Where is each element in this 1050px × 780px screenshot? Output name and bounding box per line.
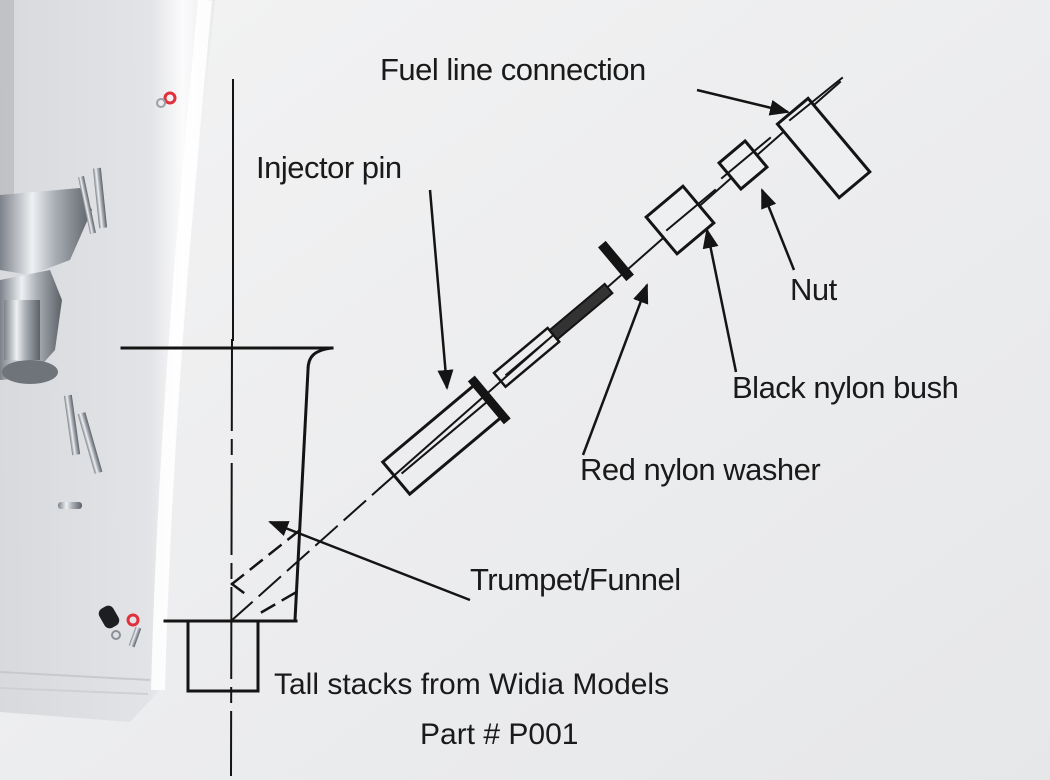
caption-title: Tall stacks from Widia Models: [274, 668, 670, 701]
metal-trumpets: [0, 188, 92, 384]
parts-bag: [0, 0, 215, 722]
trumpet-funnel-shape: [120, 346, 334, 693]
drawing-red-washer: [598, 240, 634, 282]
nylon-parts: [98, 91, 177, 640]
label-red-nylon-washer: Red nylon washer: [580, 452, 821, 487]
label-nut: Nut: [790, 272, 837, 307]
red-washer-1: [163, 91, 177, 105]
technical-drawing: [120, 76, 872, 777]
leader-black-bush: [702, 228, 738, 373]
injector-pins-loose: [58, 167, 142, 648]
injector-body: [380, 375, 511, 497]
leader-fuel-line: [696, 88, 790, 116]
label-trumpet-funnel: Trumpet/Funnel: [470, 562, 681, 597]
leader-injector-pin: [428, 189, 454, 390]
red-washer-2: [126, 613, 140, 627]
leader-lines: [268, 88, 796, 602]
funnel-hidden-lines: [230, 528, 302, 614]
label-injector-pin: Injector pin: [256, 150, 402, 185]
black-bush-part: [98, 605, 120, 629]
label-black-nylon-bush: Black nylon bush: [732, 370, 959, 405]
leader-trumpet: [268, 520, 471, 602]
leader-red-washer: [581, 283, 649, 456]
drawing-nut: [716, 138, 770, 192]
caption-part-number: Part # P001: [420, 718, 579, 751]
injector-tube: [492, 282, 614, 389]
drawing-fuel-connection: [775, 96, 872, 200]
leader-nut: [760, 188, 796, 271]
injector-axis: [229, 486, 382, 623]
label-fuel-line-connection: Fuel line connection: [380, 52, 646, 87]
